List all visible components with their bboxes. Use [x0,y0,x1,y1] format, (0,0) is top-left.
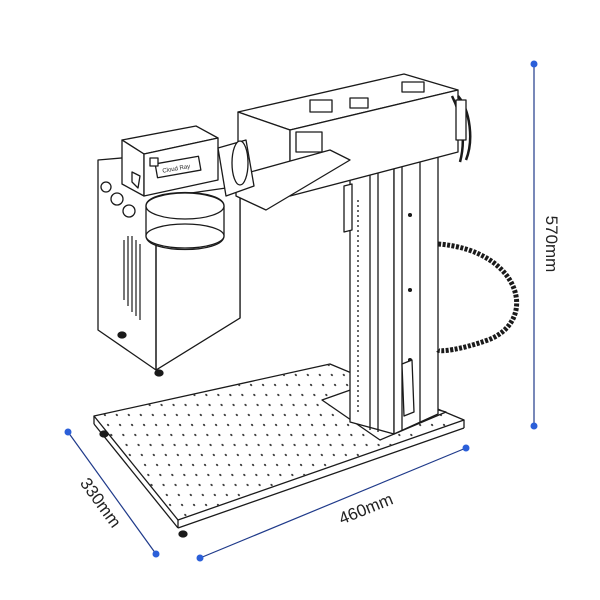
dimension-endpoint-icon [196,554,204,562]
logo-text: Cloud Ray [162,164,191,175]
cabinet-connector-icon [110,192,124,206]
width-dimension-line [199,447,467,559]
dimension-endpoint-icon [462,444,470,452]
dimension-endpoint-icon [530,60,538,68]
fiber-cable [436,241,519,354]
field-lens [145,191,225,251]
depth-label: 330mm [76,474,125,531]
cabinet-vents [123,236,141,320]
vertical-column [343,87,439,435]
machine-illustration: Cloud Ray [93,73,519,538]
dimension-endpoint-icon [530,422,538,430]
cabinet-connector-icon [100,181,112,193]
height-label: 570mm [542,216,561,273]
dimension-endpoint-icon [152,550,160,558]
galvo-head: Cloud Ray [121,125,255,197]
depth-dimension-line [67,431,157,555]
dimension-endpoint-icon [64,428,72,436]
cabinet-connector-icon [122,204,136,218]
width-label: 460mm [336,489,396,528]
logo-plate [154,155,202,179]
